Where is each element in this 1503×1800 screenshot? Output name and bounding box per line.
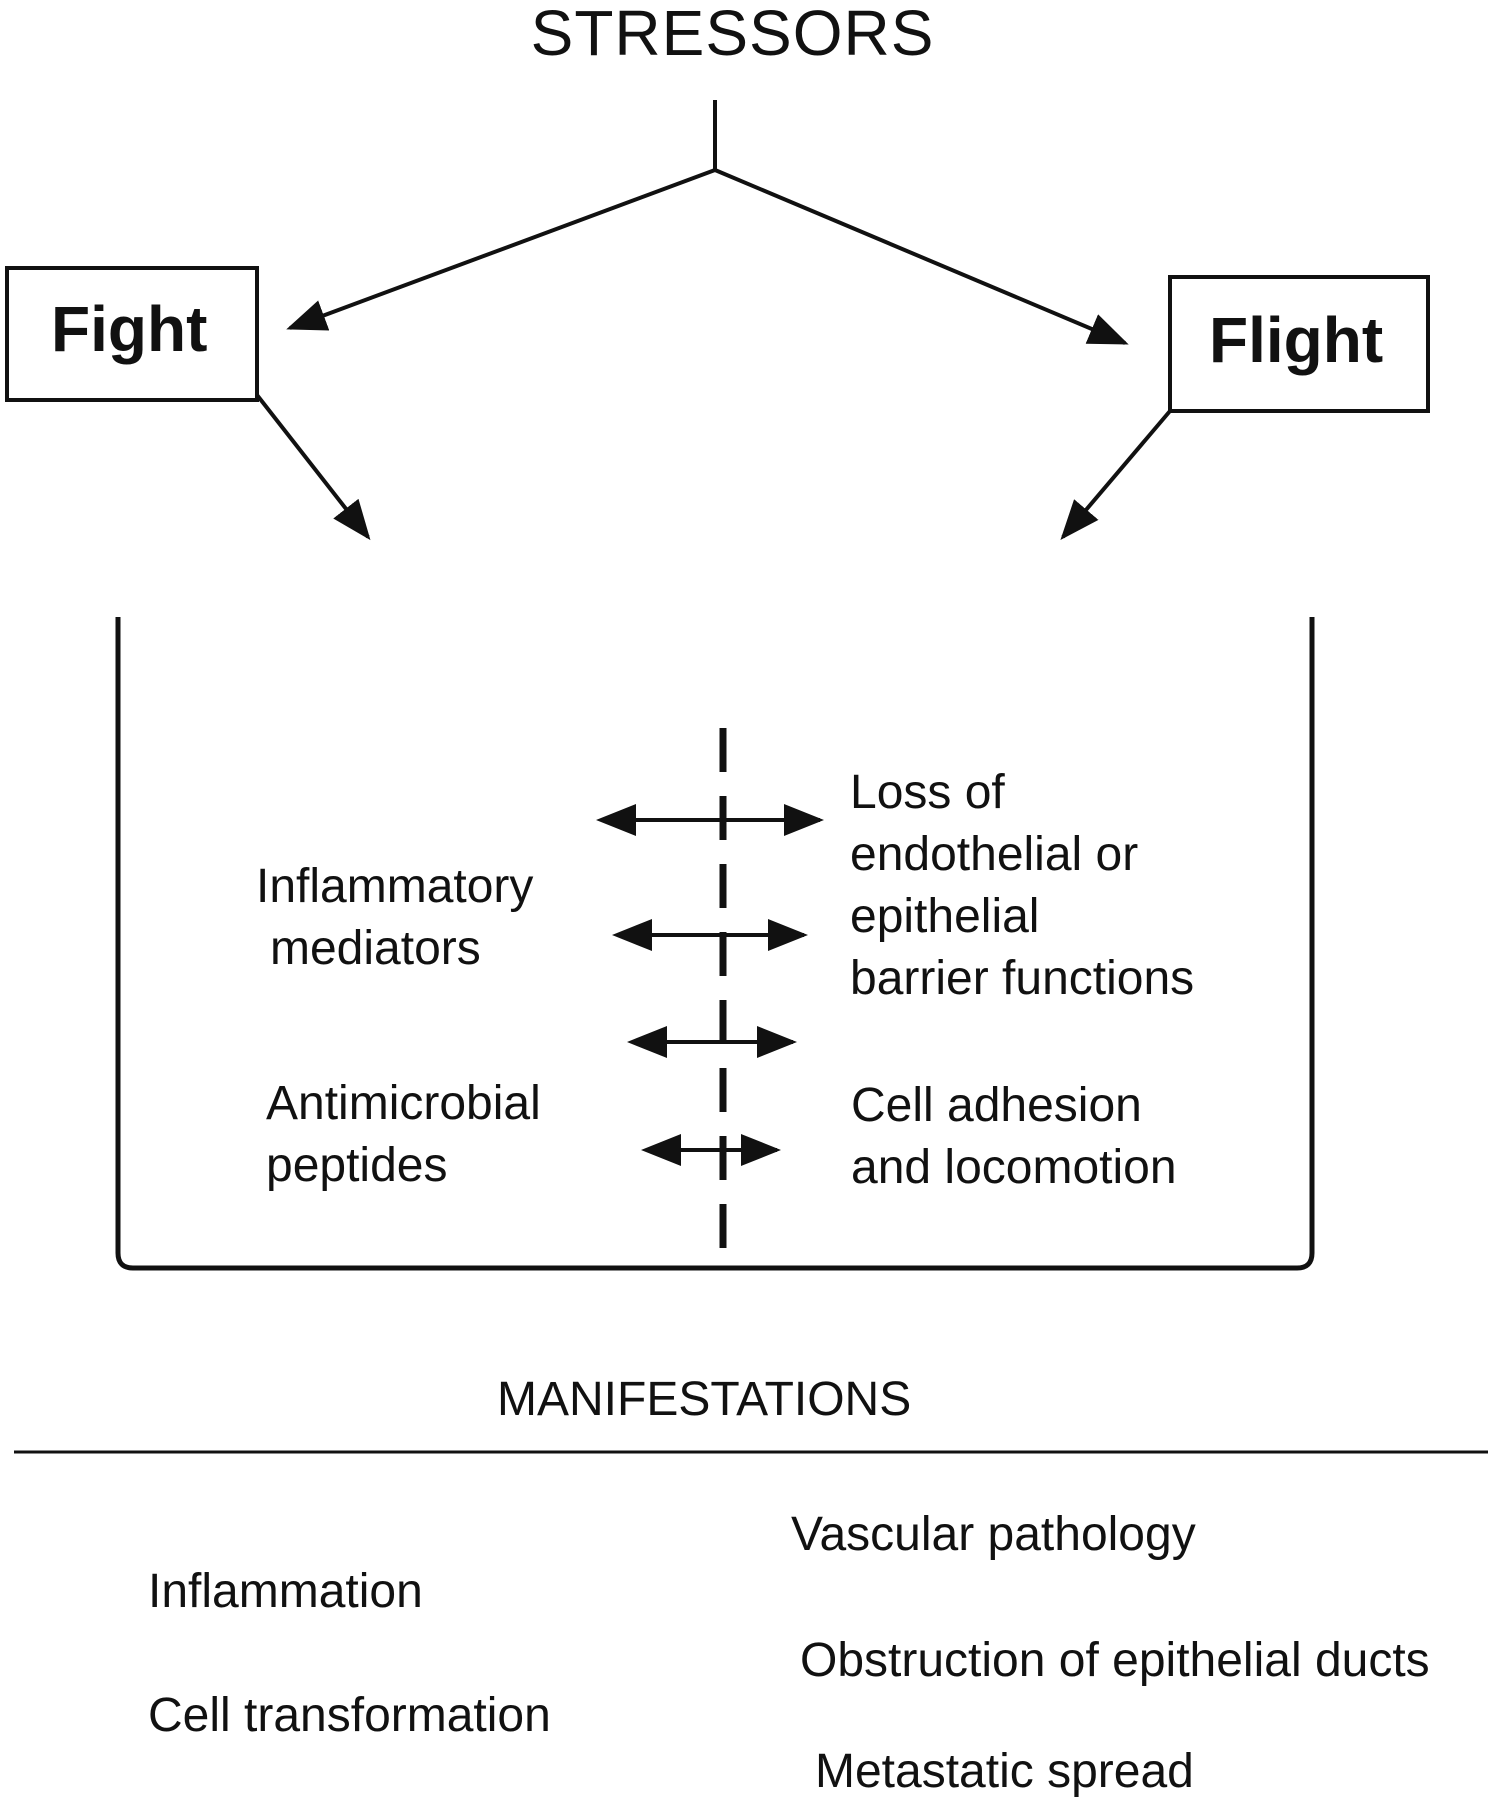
- inflammatory-mediators-label: Inflammatory mediators: [256, 856, 533, 980]
- antimicrobial-line-2: peptides: [266, 1139, 448, 1192]
- arrow-fight-down: [255, 393, 371, 541]
- manifestation-inflammation: Inflammation: [148, 1565, 423, 1618]
- manifestations-heading: MANIFESTATIONS: [497, 1373, 912, 1426]
- inflammatory-line-2: mediators: [270, 922, 481, 975]
- antimicrobial-line-1: Antimicrobial: [266, 1077, 541, 1130]
- adhesion-line-1: Cell adhesion: [851, 1079, 1142, 1132]
- barrier-line-3: epithelial: [850, 890, 1040, 943]
- flight-label: Flight: [1209, 304, 1384, 376]
- manifestation-obstruction-epithelial-ducts: Obstruction of epithelial ducts: [800, 1634, 1430, 1687]
- adhesion-line-2: and locomotion: [851, 1141, 1177, 1194]
- container-outline: [115, 617, 1315, 1271]
- barrier-functions-label: Loss of endothelial or epithelial barrie…: [850, 762, 1194, 1010]
- barrier-line-1: Loss of: [850, 766, 1005, 819]
- manifestation-cell-transformation: Cell transformation: [148, 1689, 551, 1742]
- fight-label: Fight: [51, 293, 208, 365]
- arrow-to-fight: [286, 168, 716, 331]
- barrier-line-2: endothelial or: [850, 828, 1139, 881]
- arrow-flight-down: [1060, 409, 1172, 541]
- stressors-title: STRESSORS: [530, 0, 935, 69]
- fight-box: [5, 266, 259, 402]
- arrow-to-flight: [714, 168, 1129, 345]
- inflammatory-line-1: Inflammatory: [256, 860, 534, 913]
- antimicrobial-peptides-label: Antimicrobial peptides: [266, 1073, 541, 1197]
- manifestation-metastatic-spread: Metastatic spread: [815, 1745, 1194, 1798]
- barrier-line-4: barrier functions: [850, 952, 1195, 1005]
- flight-box: [1168, 275, 1430, 413]
- cell-adhesion-label: Cell adhesion and locomotion: [851, 1075, 1177, 1199]
- manifestation-vascular-pathology: Vascular pathology: [791, 1508, 1196, 1561]
